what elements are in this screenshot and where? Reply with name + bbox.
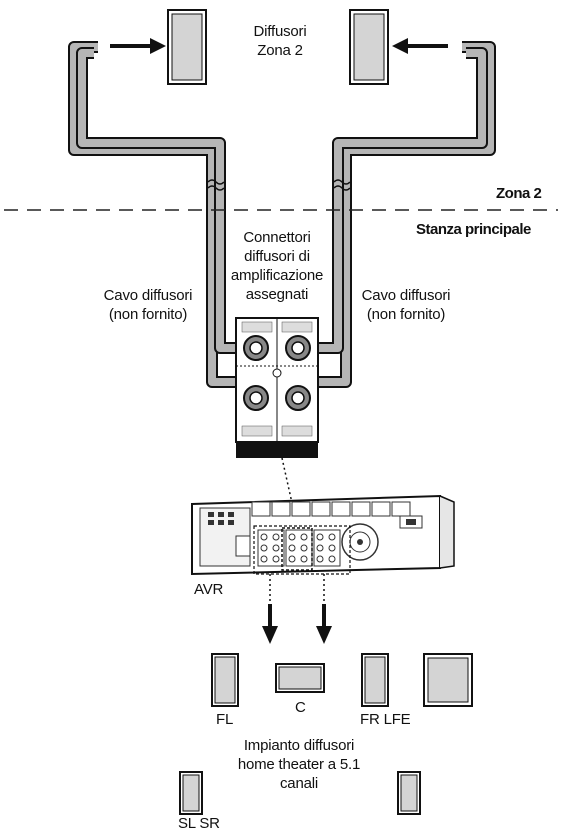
speaker-cable-left [68,41,256,388]
connectors-label: Connettori diffusori di amplificazione a… [212,228,342,304]
arrow-avr-to-left-speakers [262,574,278,644]
speaker-c-label: C [295,699,306,716]
zone2-area-label: Zona 2 [496,185,542,202]
cable-right-label-line1: Cavo diffusori [361,287,451,304]
cable-left-label-line1: Cavo diffusori [103,287,193,304]
cable-break-marks [207,179,351,191]
speaker-sr [397,771,421,815]
speaker-fl-label: FL [216,711,234,728]
connectors-label-line1: Connettori [243,229,311,246]
speaker-cable-right [298,41,496,388]
zone2-speakers-label: Diffusori Zona 2 [214,22,346,60]
connectors-label-line2: diffusori di [244,248,310,265]
home-theater-label: Impianto diffusori home theater a 5.1 ca… [226,736,372,793]
home-theater-label-line3: canali [280,775,318,792]
speaker-fl [211,653,239,707]
zone2-speaker-right [349,9,389,85]
cable-left-label-line2: (non fornito) [108,306,188,323]
avr-label: AVR [194,581,224,598]
zone2-speaker-left [167,9,207,85]
cable-left-label: Cavo diffusori (non fornito) [88,286,208,324]
speaker-fr [361,653,389,707]
avr-receiver [191,494,455,576]
speaker-fr-lfe-label: FR LFE [360,711,411,728]
speaker-lfe [423,653,473,707]
speaker-sl [179,771,203,815]
amplifier-connector-panel [235,317,319,458]
arrow-avr-to-right-speakers [316,574,332,644]
cable-right-label: Cavo diffusori (non fornito) [346,286,466,324]
arrow-to-left-speaker [110,38,166,54]
main-room-label: Stanza principale [416,221,531,238]
speaker-sl-sr-label: SL SR [178,815,220,832]
connectors-label-line3: amplificazione [230,267,324,284]
zone2-speakers-label-line1: Diffusori [253,23,307,40]
zone2-speakers-label-line2: Zona 2 [257,42,303,59]
home-theater-label-line2: home theater a 5.1 [237,756,361,773]
home-theater-label-line1: Impianto diffusori [243,737,355,754]
arrow-to-right-speaker [392,38,448,54]
cable-right-label-line2: (non fornito) [366,306,446,323]
speaker-c [275,663,325,693]
connectors-label-line4: assegnati [245,286,309,303]
